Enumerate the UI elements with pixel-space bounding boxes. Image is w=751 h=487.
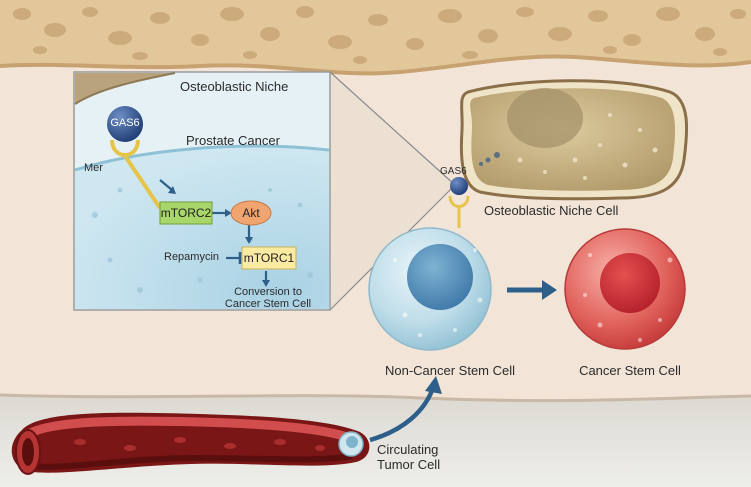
inset-mer-receptor — [110, 139, 162, 210]
lower-tissue-edge — [0, 393, 751, 403]
inset-niche-label: Osteoblastic Niche — [180, 79, 289, 94]
mtorc1-box — [241, 246, 297, 270]
circulating-tumor-cell — [338, 431, 364, 457]
mtorc1-label: mTORC1 — [243, 251, 295, 265]
extravasation-arrow — [369, 376, 442, 443]
inset-panel — [73, 71, 331, 311]
outcome-label-line2: Cancer Stem Cell — [224, 298, 312, 310]
zoom-line-top — [329, 71, 456, 186]
niche-cell-label: Osteoblastic Niche Cell — [484, 203, 619, 218]
blood-vessel — [11, 412, 370, 475]
repamycin-label: Repamycin — [164, 251, 220, 263]
non-cancer-stem-cell — [368, 227, 492, 351]
bone-edge — [0, 54, 751, 76]
bone-pores — [13, 6, 746, 64]
cancer-stem-cell — [564, 228, 686, 350]
akt-node — [230, 200, 272, 226]
mtorc2-box — [159, 201, 213, 225]
osteoblastic-niche-cell — [459, 79, 689, 201]
inset-mer-label: Mer — [84, 162, 103, 174]
scene-gas6-label: GAS6 — [440, 166, 467, 177]
zoom-wedge — [330, 72, 455, 310]
non-csc-label: Non-Cancer Stem Cell — [384, 363, 516, 378]
ctc-label-line2: Tumor Cell — [377, 457, 441, 472]
ctc-label-line1: Circulating — [377, 442, 439, 457]
mtorc2-label: mTORC2 — [160, 206, 212, 220]
inset-gas6-ligand — [107, 106, 143, 142]
scene-gas6-ligand — [450, 177, 468, 195]
inset-cancer-label: Prostate Cancer — [186, 133, 280, 148]
csc-label: Cancer Stem Cell — [579, 363, 681, 378]
scene-mer-receptor — [448, 195, 470, 228]
akt-label: Akt — [242, 206, 260, 220]
conversion-arrow — [507, 280, 557, 300]
outcome-label-line1: Conversion to — [234, 286, 302, 298]
pathway-arrows — [159, 179, 270, 287]
inset-gas6-label: GAS6 — [110, 117, 140, 129]
